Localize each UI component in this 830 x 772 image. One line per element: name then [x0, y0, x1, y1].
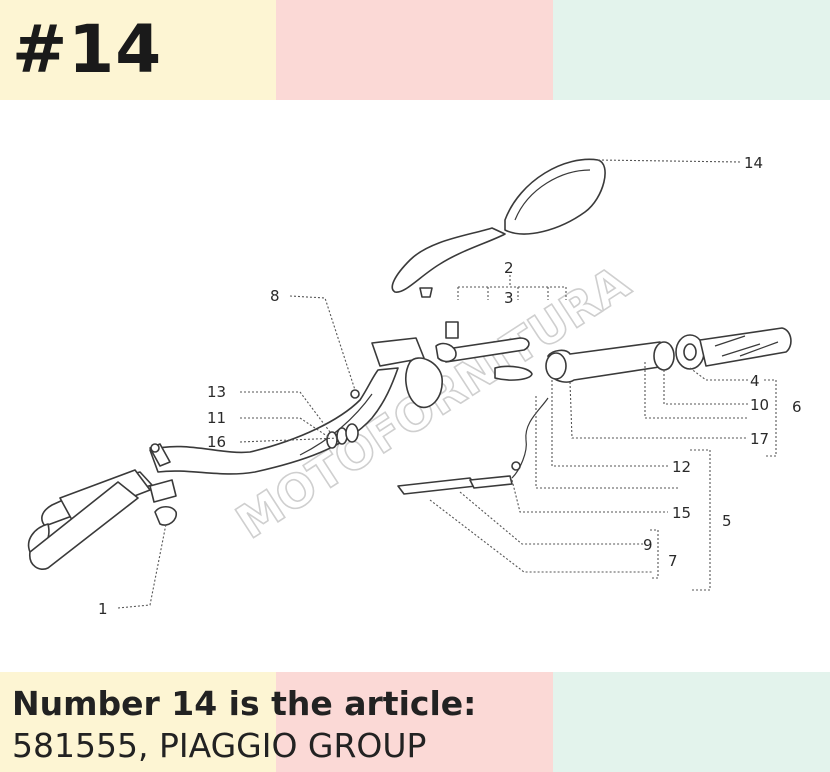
callout-13: 13	[207, 383, 226, 401]
callout-bracket-2-3	[457, 275, 567, 300]
footer-band-mint	[553, 672, 830, 772]
callout-9: 9	[643, 536, 653, 554]
header-band-mint	[553, 0, 830, 100]
header-band-pink	[276, 0, 553, 100]
article-caption-heading: Number 14 is the article:	[12, 684, 477, 723]
footer-color-band	[0, 672, 830, 772]
callout-14: 14	[744, 154, 763, 172]
callout-17: 17	[750, 430, 769, 448]
callout-1: 1	[98, 600, 108, 618]
header-band-yellow	[0, 0, 276, 100]
footer-band-pink	[276, 672, 553, 772]
rear-view-mirror	[391, 158, 606, 298]
callout-15: 15	[672, 504, 691, 522]
handlebar-diagram-svg: MOTOFORNITURA	[27, 154, 802, 618]
callout-4: 4	[750, 372, 760, 390]
callout-10: 10	[750, 396, 769, 414]
callout-11: 11	[207, 409, 226, 427]
callout-12: 12	[672, 458, 691, 476]
callout-16: 16	[207, 433, 226, 451]
callout-7: 7	[668, 552, 678, 570]
handlebar-tube	[27, 367, 399, 570]
throttle-grip-assembly	[545, 327, 792, 383]
article-caption-detail: 581555, PIAGGIO GROUP	[12, 726, 427, 765]
callout-8: 8	[270, 287, 280, 305]
mounting-hardware	[326, 389, 360, 449]
header-color-band	[0, 0, 830, 100]
exploded-parts-diagram: MOTOFORNITURA	[0, 100, 830, 672]
callout-leaders	[117, 159, 777, 609]
callout-3: 3	[504, 289, 514, 307]
callout-6: 6	[792, 398, 802, 416]
callout-5: 5	[722, 512, 732, 530]
throttle-cable	[397, 397, 549, 495]
part-number-tag: #14	[12, 11, 163, 88]
brake-master-cylinder	[371, 321, 533, 409]
callout-2: 2	[504, 259, 514, 277]
footer-band-yellow	[0, 672, 276, 772]
callout-labels: 14 2 3 8 13 11 16 1 4 10 6 17 12 15 5 9 …	[98, 154, 802, 618]
